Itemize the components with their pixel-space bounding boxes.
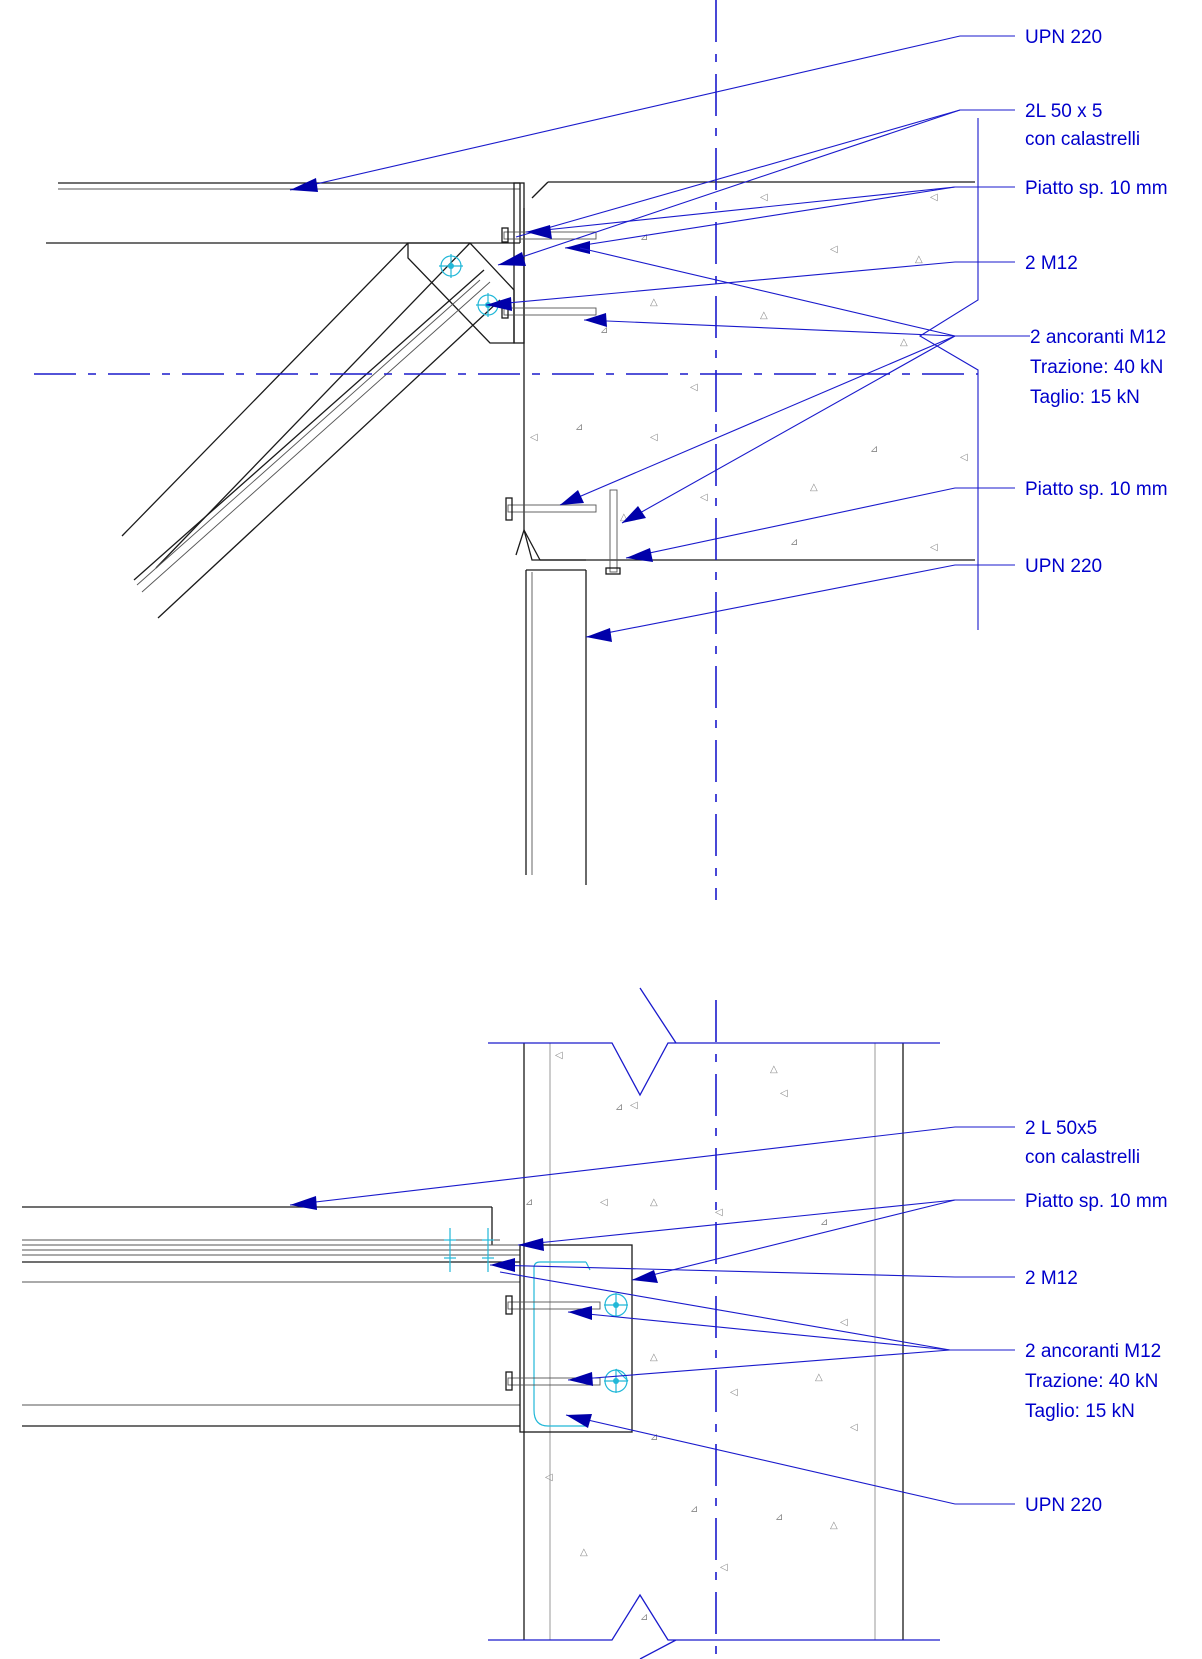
label-plate-bottom-plan: Piatto sp. 10 mm — [1025, 1191, 1168, 1212]
svg-text:⊿: ⊿ — [790, 537, 798, 548]
upn-channel-plan — [533, 1261, 591, 1427]
svg-text:◁: ◁ — [930, 192, 938, 203]
label-anchors-bottom-line2: Trazione: 40 kN — [1025, 1371, 1158, 1392]
anchor-rods-top — [501, 227, 597, 319]
label-anchors-line3: Taglio: 15 kN — [1030, 387, 1140, 408]
svg-text:△: △ — [580, 1547, 588, 1558]
svg-text:◁: ◁ — [830, 244, 838, 255]
svg-text:◁: ◁ — [530, 432, 538, 443]
concrete-column: ◁ △ ◁ ⊿ ◁ ⊿ ◁ △ ◁ ⊿ ◁ △ △ ◁ ⊿ ◁ ◁ ⊿ ⊿ △ — [523, 1043, 904, 1640]
svg-text:⊿: ⊿ — [820, 1217, 828, 1228]
svg-text:◁: ◁ — [730, 1387, 738, 1398]
svg-text:◁: ◁ — [715, 1207, 723, 1218]
bolts-plan — [444, 1228, 494, 1272]
svg-text:◁: ◁ — [555, 1050, 563, 1061]
label-angles-line2: con calastrelli — [1025, 129, 1140, 150]
label-upn-plan: UPN 220 — [1025, 1495, 1102, 1516]
svg-text:⊿: ⊿ — [525, 1197, 533, 1208]
label-bolts-bottom: 2 M12 — [1025, 1268, 1078, 1289]
label-plate-bottom: Piatto sp. 10 mm — [1025, 479, 1168, 500]
concrete-hatch: ◁ ◁ ⊿ ◁ △ △ △ ⊿ △ ◁ ◁ ⊿ ◁ ⊿ ◁ △ ◁ △ ⊿ ◁ — [530, 192, 968, 553]
svg-text:⊿: ⊿ — [575, 422, 583, 433]
svg-text:◁: ◁ — [545, 1472, 553, 1483]
svg-text:△: △ — [650, 1352, 658, 1363]
svg-text:⊿: ⊿ — [600, 325, 608, 336]
leader-bolts-top — [485, 261, 1015, 311]
leader-upn-top — [289, 35, 1015, 192]
leader-bolts-bottom — [489, 1258, 1015, 1278]
label-angles-bottom-line2: con calastrelli — [1025, 1147, 1140, 1168]
svg-text:⊿: ⊿ — [640, 1612, 648, 1623]
leader-plate-top — [525, 186, 1015, 254]
label-angles-bottom-line1: 2 L 50x5 — [1025, 1118, 1097, 1139]
break-line-top — [488, 987, 940, 1097]
svg-text:◁: ◁ — [690, 382, 698, 393]
svg-text:△: △ — [810, 482, 818, 493]
svg-text:◁: ◁ — [630, 1100, 638, 1111]
svg-text:◁: ◁ — [930, 542, 938, 553]
svg-text:△: △ — [650, 1197, 658, 1208]
beam-section-border — [918, 118, 979, 630]
svg-text:◁: ◁ — [960, 452, 968, 463]
leader-upn-bottom — [585, 564, 1015, 642]
concrete-hatch-bottom: ◁ △ ◁ ⊿ ◁ ⊿ ◁ △ ◁ ⊿ ◁ △ △ ◁ ⊿ ◁ ◁ ⊿ ⊿ △ — [525, 1050, 858, 1623]
bottom-seat-plate — [515, 527, 586, 561]
svg-text:◁: ◁ — [700, 492, 708, 503]
anchor-rods-lower — [505, 489, 621, 575]
svg-text:△: △ — [620, 512, 628, 523]
leader-angles-bottom — [289, 1126, 1015, 1210]
svg-text:◁: ◁ — [650, 432, 658, 443]
leader-upn-plan — [565, 1414, 1015, 1505]
label-anchors-bottom-line3: Taglio: 15 kN — [1025, 1401, 1135, 1422]
leader-plate-bottom-plan — [517, 1199, 1015, 1283]
label-plate-top: Piatto sp. 10 mm — [1025, 178, 1168, 199]
leader-anchors-top — [559, 247, 1030, 524]
svg-text:⊿: ⊿ — [690, 1504, 698, 1515]
svg-text:△: △ — [830, 1520, 838, 1531]
anchor-rods-plan — [505, 1293, 629, 1393]
svg-text:⊿: ⊿ — [775, 1512, 783, 1523]
svg-text:⊿: ⊿ — [640, 232, 648, 243]
bolt-top-1 — [439, 254, 463, 278]
svg-text:△: △ — [760, 310, 768, 321]
upn-channel-horizontal — [46, 182, 521, 244]
label-anchors-line1: 2 ancoranti M12 — [1030, 327, 1166, 348]
svg-text:◁: ◁ — [720, 1562, 728, 1573]
leader-anchors-bottom — [499, 1271, 1015, 1386]
svg-text:◁: ◁ — [760, 192, 768, 203]
svg-text:◁: ◁ — [850, 1422, 858, 1433]
svg-text:△: △ — [770, 1064, 778, 1075]
svg-text:⊿: ⊿ — [870, 444, 878, 455]
svg-text:⊿: ⊿ — [615, 1102, 623, 1113]
label-upn-bottom: UPN 220 — [1025, 556, 1102, 577]
label-anchors-line2: Trazione: 40 kN — [1030, 357, 1163, 378]
svg-text:△: △ — [650, 297, 658, 308]
break-line-bottom — [488, 1593, 940, 1659]
svg-text:⊿: ⊿ — [650, 1432, 658, 1443]
label-angles-line1: 2L 50 x 5 — [1025, 101, 1102, 122]
svg-text:△: △ — [900, 337, 908, 348]
svg-text:△: △ — [815, 1372, 823, 1383]
label-upn-top: UPN 220 — [1025, 27, 1102, 48]
bottom-detail: ◁ △ ◁ ⊿ ◁ ⊿ ◁ △ ◁ ⊿ ◁ △ △ ◁ ⊿ ◁ ◁ ⊿ ⊿ △ — [22, 987, 1168, 1659]
svg-text:◁: ◁ — [840, 1317, 848, 1328]
end-plate-plan — [519, 1244, 633, 1433]
double-angle-plan — [22, 1206, 520, 1427]
leader-angles-top — [497, 109, 1015, 266]
gusset-and-diagonal — [121, 242, 515, 619]
svg-text:◁: ◁ — [600, 1197, 608, 1208]
label-bolts-top: 2 M12 — [1025, 253, 1078, 274]
top-detail: ◁ ◁ ⊿ ◁ △ △ △ ⊿ △ ◁ ◁ ⊿ ◁ ⊿ ◁ △ ◁ △ ⊿ ◁ — [34, 0, 1168, 900]
svg-text:△: △ — [915, 254, 923, 265]
svg-text:◁: ◁ — [780, 1088, 788, 1099]
leader-plate-bottom — [625, 487, 1015, 562]
upn-channel-vertical — [525, 569, 587, 885]
label-anchors-bottom-line1: 2 ancoranti M12 — [1025, 1341, 1161, 1362]
